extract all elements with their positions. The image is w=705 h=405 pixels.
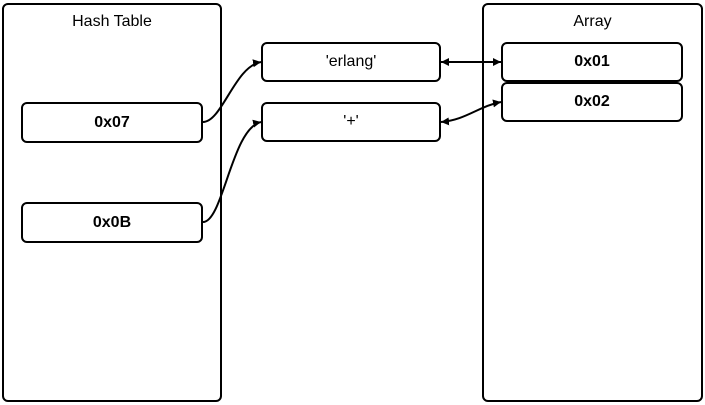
array-entry-label: 0x01 [574, 53, 610, 70]
hash-table-title: Hash Table [72, 13, 152, 30]
symbol-plus: '+' [261, 102, 441, 142]
hash-entry-0x07: 0x07 [21, 102, 203, 143]
array-entry-0x01: 0x01 [501, 42, 683, 82]
symbol-label: 'erlang' [325, 53, 377, 70]
array-entry-label: 0x02 [574, 93, 610, 110]
array-entry-0x02: 0x02 [501, 82, 683, 122]
hash-entry-label: 0x0B [92, 213, 132, 231]
symbol-erlang: 'erlang' [261, 42, 441, 82]
symbol-label: '+' [343, 113, 359, 130]
hash-entry-label: 0x07 [94, 113, 130, 131]
hash-entry-0x0b: 0x0B [21, 202, 203, 243]
array-title: Array [573, 13, 612, 30]
